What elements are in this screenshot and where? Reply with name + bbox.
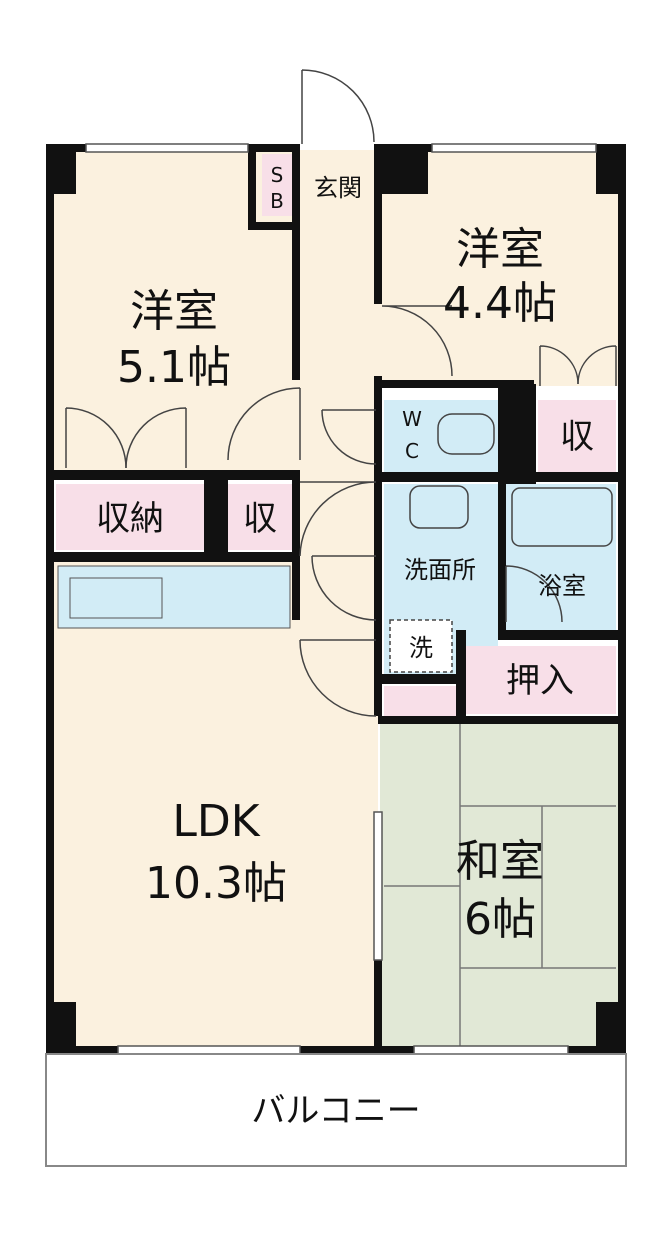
washing-machine-icon xyxy=(389,619,453,673)
entrance-label: 玄関 xyxy=(314,174,362,202)
storage-left-floor xyxy=(56,484,204,550)
washbasin-icon xyxy=(409,485,469,529)
balcony xyxy=(45,1053,627,1167)
shoebox-floor xyxy=(262,154,292,216)
closet-floor xyxy=(464,646,616,714)
washroom-label: 洗面所 xyxy=(404,556,476,584)
fixtures xyxy=(389,413,613,673)
windows xyxy=(85,143,597,1055)
storage-left-label: 収納 xyxy=(96,499,164,539)
room-name-ldk: LDK xyxy=(172,796,260,847)
room-size-western-left: 5.1帖 xyxy=(117,342,231,393)
balcony-label: バルコニー xyxy=(251,1091,420,1131)
walls xyxy=(46,144,626,1054)
floor-western-left xyxy=(52,148,300,478)
storage-right-label: 収 xyxy=(560,417,594,457)
room-name-japanese: 和室 xyxy=(456,836,544,887)
closet-small-floor xyxy=(384,686,456,716)
kitchen-sink xyxy=(69,577,163,619)
storage-small-floor xyxy=(228,484,292,550)
room-name-western-left: 洋室 xyxy=(130,286,218,337)
room-name-western-right: 洋室 xyxy=(456,224,544,275)
storage-small-label: 収 xyxy=(243,499,277,539)
room-size-japanese: 6帖 xyxy=(464,894,536,945)
room-size-ldk: 10.3帖 xyxy=(145,858,287,909)
closet-label: 押入 xyxy=(506,661,574,701)
toilet-icon xyxy=(437,413,495,455)
bath-label: 浴室 xyxy=(538,572,586,600)
wc-label-1: W xyxy=(402,407,422,431)
floor-tatami xyxy=(380,720,620,1050)
storage-right-floor xyxy=(538,400,616,472)
shoebox-label-1: S xyxy=(271,163,284,187)
door-swings xyxy=(65,69,617,717)
wc-label-2: C xyxy=(405,439,419,463)
laundry-label: 洗 xyxy=(409,634,433,662)
shoebox-label-2: B xyxy=(270,189,284,213)
floor-entrance xyxy=(300,150,378,228)
tatami-lines xyxy=(384,722,616,1046)
room-size-western-right: 4.4帖 xyxy=(443,278,557,329)
bathtub-icon xyxy=(511,487,613,547)
